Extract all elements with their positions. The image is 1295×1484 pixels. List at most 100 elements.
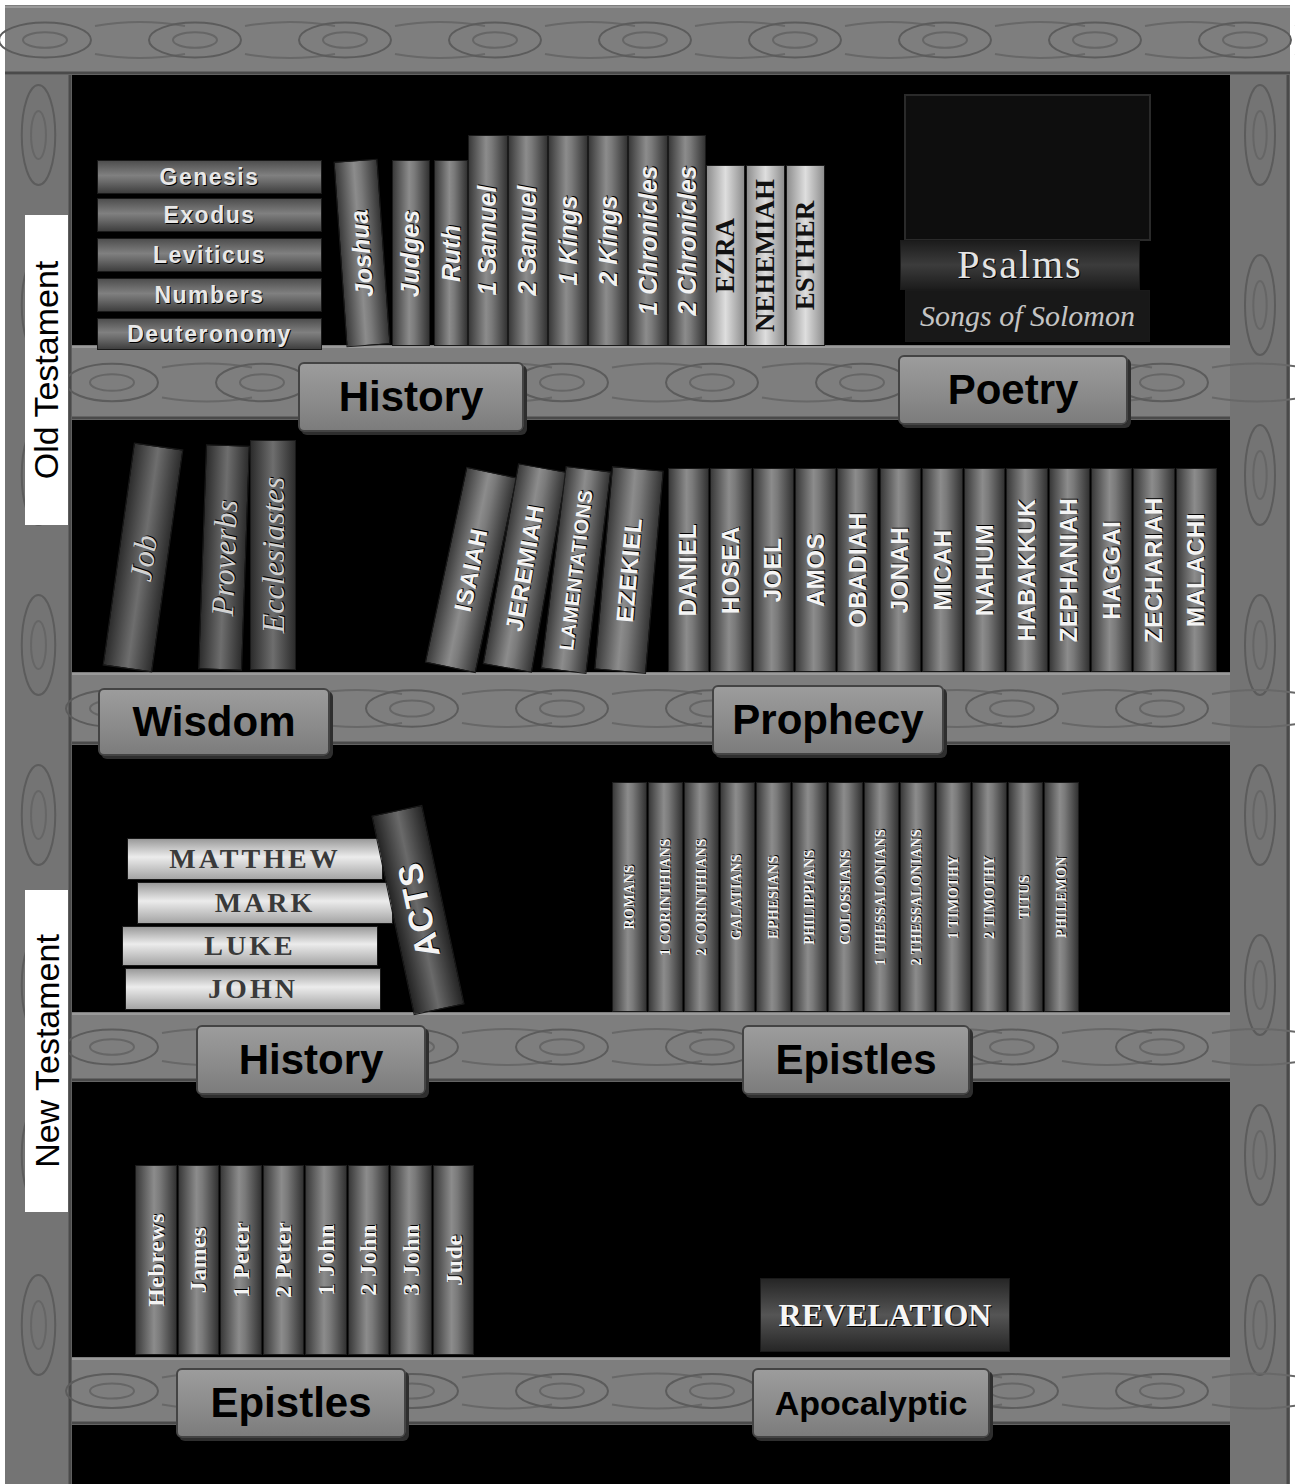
book-title: LAMENTATIONS xyxy=(556,488,596,651)
wood-knot xyxy=(0,23,91,58)
book-title: OBADIAH xyxy=(846,512,870,628)
wood-knot xyxy=(516,1374,608,1408)
wood-knot xyxy=(1140,1383,1184,1398)
book-spine: Joshua xyxy=(334,159,391,348)
wood-grain xyxy=(1212,690,1295,694)
book-spine: 1 CORINTHIANS xyxy=(648,782,683,1012)
book-title: 2 Chronicles xyxy=(675,165,700,315)
book-title: Psalms xyxy=(957,245,1082,285)
book-title: 2 Peter xyxy=(271,1222,295,1298)
wood-knot xyxy=(240,374,284,391)
wood-knot xyxy=(22,1275,56,1375)
wood-knot xyxy=(749,23,841,58)
shelf-plaque: History xyxy=(298,362,524,432)
book-title: TITUS xyxy=(1019,875,1033,920)
book-title: JOHN xyxy=(208,975,298,1003)
wood-knot xyxy=(516,364,608,402)
book-spine: 1 Samuel xyxy=(468,135,508,346)
wood-knot xyxy=(1073,32,1117,48)
book-title: MARK xyxy=(215,889,316,917)
book-spine: LUKE xyxy=(122,926,378,966)
book-spine: 1 TIMOTHY xyxy=(936,782,971,1012)
book-spine: 2 John xyxy=(348,1165,390,1355)
wood-knot xyxy=(1116,690,1208,727)
book-spine: REVELATION xyxy=(760,1278,1010,1352)
book-spine: Deuteronomy xyxy=(97,318,322,350)
book-title: Joshua xyxy=(346,208,377,297)
book-title: Numbers xyxy=(154,284,264,307)
book-title: PHILEMON xyxy=(1055,856,1069,938)
right-post xyxy=(1230,75,1290,1484)
book-title: 1 THESSALONIANS xyxy=(875,829,889,966)
book-spine: 2 Kings xyxy=(588,135,628,346)
book-spine: ESTHER xyxy=(786,165,825,346)
book-title: DANIEL xyxy=(677,524,701,616)
book-spine: James xyxy=(178,1165,220,1355)
book-spine: 2 CORINTHIANS xyxy=(684,782,719,1012)
wood-knot xyxy=(22,85,56,185)
book-spine: JOHN xyxy=(125,968,381,1010)
wood-knot xyxy=(599,23,691,58)
book-title: 2 John xyxy=(356,1224,380,1296)
bookcase-interior xyxy=(72,75,1230,1484)
wood-knot xyxy=(1245,425,1275,525)
book-title: 2 CORINTHIANS xyxy=(695,838,709,955)
shelf-plaque: Prophecy xyxy=(712,685,944,755)
wood-knot xyxy=(966,690,1058,727)
category-label: History xyxy=(239,1039,384,1081)
book-spine: Ecclesiastes xyxy=(250,440,296,670)
book-spine: 1 Chronicles xyxy=(628,135,668,346)
wood-knot xyxy=(690,374,734,391)
book-title: ISAIAH xyxy=(450,526,491,613)
book-spine: MATTHEW xyxy=(127,838,383,880)
book-spine: 2 Chronicles xyxy=(668,135,706,346)
wood-knot xyxy=(923,32,967,48)
book-spine: TITUS xyxy=(1008,782,1043,1012)
book-title: Judges xyxy=(399,209,424,297)
book-spine: PHILIPPIANS xyxy=(792,782,827,1012)
book-title: Leviticus xyxy=(153,244,266,267)
book-title: Songs of Solomon xyxy=(920,301,1135,331)
wood-knot xyxy=(1116,1374,1208,1408)
book-title: 1 Peter xyxy=(229,1222,253,1298)
category-label: Epistles xyxy=(775,1039,936,1081)
book-spine: Songs of Solomon xyxy=(905,290,1150,342)
shelf-plaque: Epistles xyxy=(742,1025,970,1095)
wood-knot xyxy=(1140,1039,1184,1055)
wood-knot xyxy=(540,1039,584,1055)
book-spine: Psalms xyxy=(900,240,1140,290)
book-title: 1 TIMOTHY xyxy=(947,855,961,939)
testament-title: Old Testament xyxy=(30,261,64,480)
wood-knot xyxy=(1253,961,1266,1009)
book-spine: Numbers xyxy=(97,278,322,312)
bookcase-frame xyxy=(5,5,1290,1484)
wood-knot xyxy=(966,1030,1058,1065)
book-title: Hebrews xyxy=(144,1213,168,1307)
wood-knot xyxy=(516,1030,608,1065)
book-title: ZECHARIAH xyxy=(1142,497,1166,643)
book-spine: Leviticus xyxy=(97,238,322,272)
book-title: Genesis xyxy=(160,166,260,189)
wood-knot xyxy=(323,32,367,48)
book-title: Deuteronomy xyxy=(127,323,292,346)
book-spine: GALATIANS xyxy=(720,782,755,1012)
wood-knot xyxy=(666,364,758,402)
book-title: MATTHEW xyxy=(169,845,340,873)
wood-knot xyxy=(690,1383,734,1398)
wood-knot xyxy=(690,1039,734,1055)
wood-knot xyxy=(31,621,46,669)
wood-knot xyxy=(516,690,608,727)
wood-highlight xyxy=(72,1013,1230,1015)
book-title: Ecclesiastes xyxy=(257,477,289,633)
shelf-plaque: Wisdom xyxy=(98,688,330,756)
wood-knot xyxy=(1245,595,1275,695)
book-spine: 2 THESSALONIANS xyxy=(900,782,935,1012)
book-spine: MICAH xyxy=(922,468,963,672)
wood-knot xyxy=(1245,1275,1275,1375)
top-beam xyxy=(5,5,1290,75)
book-spine: COLOSSIANS xyxy=(828,782,863,1012)
book-title: ZEPHANIAH xyxy=(1057,498,1081,643)
book-title: Jude xyxy=(441,1234,465,1285)
wood-knot xyxy=(66,1374,158,1408)
wood-knot xyxy=(66,364,158,402)
